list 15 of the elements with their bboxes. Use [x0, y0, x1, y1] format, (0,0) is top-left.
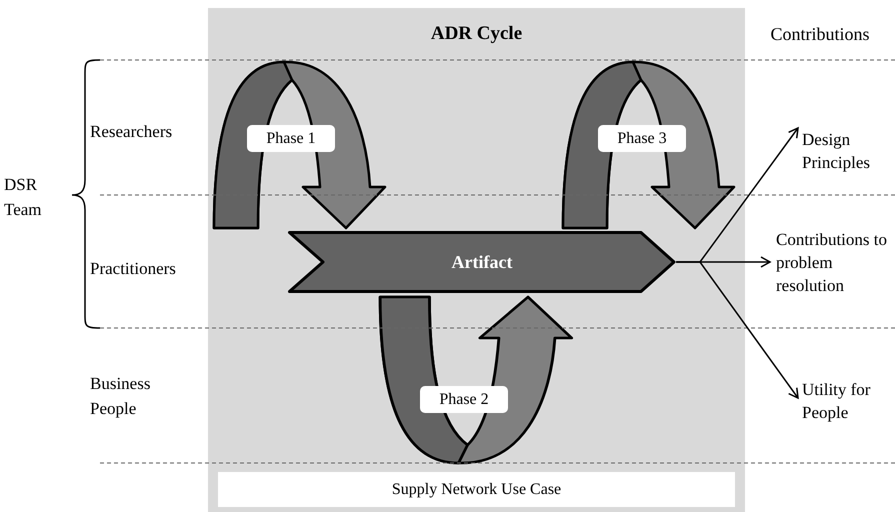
- row-label: Practitioners: [90, 258, 177, 280]
- contribution-text: Contributions to problem resolution: [776, 229, 888, 297]
- arrow: [676, 261, 799, 399]
- panel-title: ADR Cycle: [430, 22, 524, 46]
- row-label: DSR Team: [4, 174, 43, 221]
- contribution-text: Utility for People: [802, 379, 872, 424]
- contribution-text: Design Principles: [802, 129, 871, 174]
- use-case-bar: Supply Network Use Case: [218, 472, 735, 507]
- row-label: Researchers: [90, 121, 174, 143]
- column-heading: Contributions: [769, 23, 870, 46]
- row-label: Business People: [90, 373, 152, 420]
- artifact-label: Artifact: [452, 251, 512, 274]
- phase-label: Phase 2: [420, 386, 508, 413]
- phase-label: Phase 1: [247, 125, 335, 152]
- phase-label: Phase 3: [598, 125, 686, 152]
